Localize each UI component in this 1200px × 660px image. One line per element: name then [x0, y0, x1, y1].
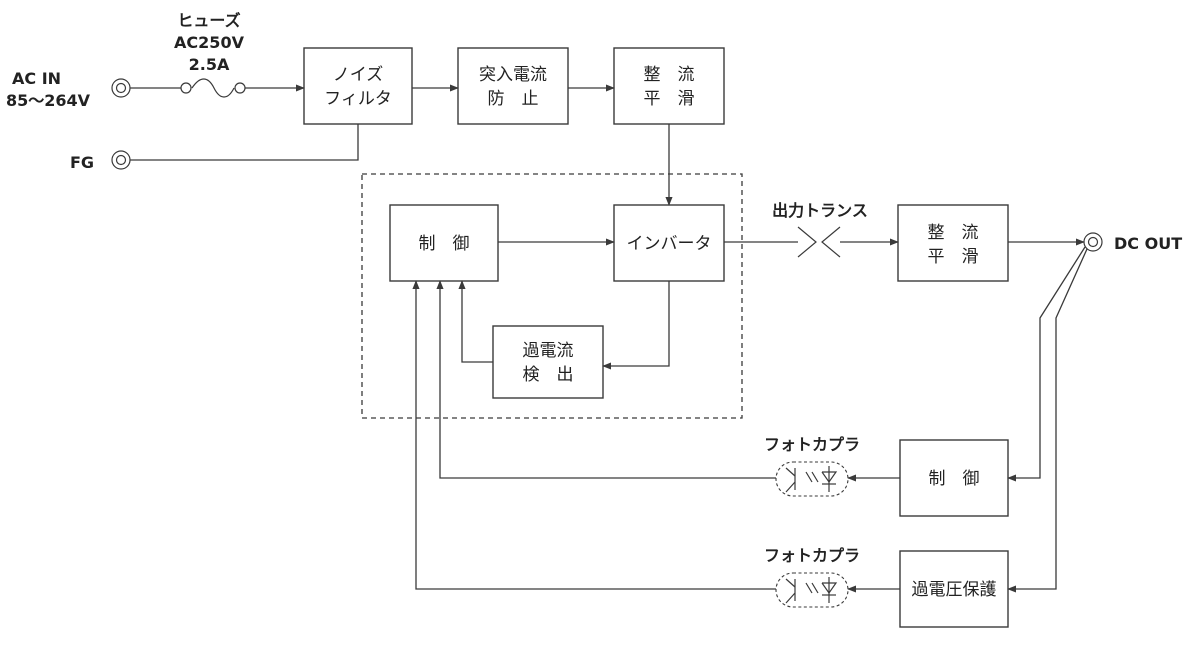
overvoltage-protection-block: 過電圧保護: [899, 550, 1009, 628]
primary-control-label: 制 御: [419, 234, 470, 254]
photocoupler-1-label: フォトカプラ: [764, 435, 860, 454]
fuse-current-label: 2.5A: [189, 55, 230, 74]
ac-range-label: 85〜264V: [6, 91, 91, 110]
primary-control-block: 制 御: [389, 204, 499, 282]
inverter-block: インバータ: [613, 204, 725, 282]
fuse-label: ヒューズ: [177, 11, 240, 30]
overcurrent-line1: 過電流: [523, 341, 574, 361]
dc-out-terminal: [1083, 232, 1103, 252]
ac-in-label: AC IN: [12, 69, 61, 88]
noise-filter-block: ノイズ フィルタ: [303, 47, 413, 125]
secondary-control-label: 制 御: [929, 469, 980, 489]
fg-terminal: [111, 150, 131, 170]
overcurrent-detection-block: 過電流 検 出: [492, 325, 604, 399]
connections: [130, 84, 1088, 593]
photocoupler-1-symbol: [775, 461, 849, 497]
primary-rectifier-block: 整 流 平 滑: [613, 47, 725, 125]
secondary-rectifier-block: 整 流 平 滑: [897, 204, 1009, 282]
fuse-voltage-label: AC250V: [174, 33, 245, 52]
inverter-label: インバータ: [627, 234, 712, 254]
transformer-symbol: [797, 226, 841, 258]
ac-in-terminal: [111, 78, 131, 98]
overvoltage-label: 過電圧保護: [912, 580, 997, 600]
secondary-rectifier-line1: 整 流: [928, 223, 979, 243]
photocoupler-2-label: フォトカプラ: [764, 546, 860, 565]
noise-filter-line1: ノイズ: [333, 65, 384, 85]
secondary-rectifier-line2: 平 滑: [928, 247, 979, 267]
inrush-current-block: 突入電流 防 止: [457, 47, 569, 125]
dc-out-label: DC OUT: [1114, 234, 1182, 253]
fg-label: FG: [70, 153, 94, 172]
noise-filter-line2: フィルタ: [324, 89, 392, 109]
primary-rectifier-line2: 平 滑: [644, 89, 695, 109]
primary-control-enclosure: [361, 173, 743, 419]
inrush-line2: 防 止: [488, 89, 539, 109]
transformer-label: 出力トランス: [772, 201, 868, 220]
inrush-line1: 突入電流: [479, 65, 547, 85]
overcurrent-line2: 検 出: [523, 365, 574, 385]
fuse-symbol: [180, 78, 246, 98]
photocoupler-2-symbol: [775, 572, 849, 608]
secondary-control-block: 制 御: [899, 439, 1009, 517]
primary-rectifier-line1: 整 流: [644, 65, 695, 85]
